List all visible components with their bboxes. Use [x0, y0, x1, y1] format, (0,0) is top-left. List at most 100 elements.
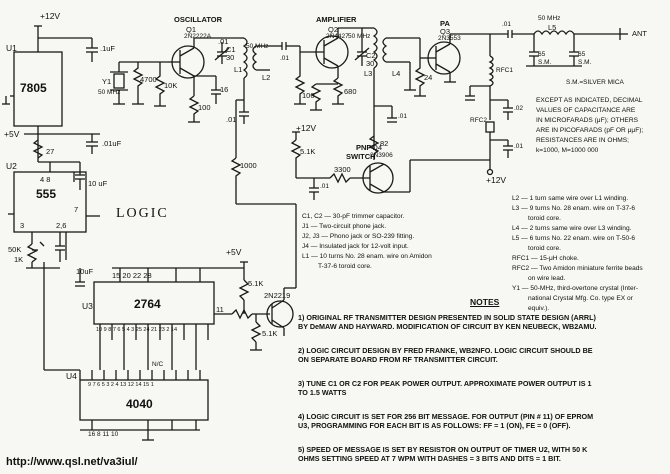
- note-line: OHMS SETTING SPEED AT 7 WPM WITH DASHES …: [298, 454, 561, 463]
- label-r1k: 1K: [14, 255, 24, 264]
- winding-list-item: RFC1 — 15-μH choke.: [512, 255, 579, 262]
- label-q-logic: 2N2219: [264, 291, 291, 300]
- label-5v-left: +5V: [4, 129, 20, 139]
- l1-coil: [242, 37, 248, 79]
- label-osc-50mhz: 50 MHz: [246, 43, 269, 50]
- label-5v-logic: +5V: [226, 247, 242, 257]
- label-l1: L1: [234, 65, 243, 74]
- winding-list-item: equiv.).: [528, 305, 550, 312]
- label-r4700: 4700: [140, 75, 157, 84]
- note-line: 2) LOGIC CIRCUIT DESIGN BY FRED FRANKE, …: [298, 346, 593, 355]
- label-c65a: 65: [538, 51, 546, 58]
- source-url-link[interactable]: http://www.qsl.net/va3iul/: [6, 456, 138, 468]
- label-l3: L3: [364, 69, 373, 78]
- winding-list-item: RFC2 — Two Amidon miniature ferrite bead…: [512, 265, 643, 272]
- label-c-osc-supply: .01: [226, 115, 237, 124]
- label-smica-b: S.M.: [578, 59, 592, 66]
- winding-list-item: L4 — 2 turns same wire over L3 winding.: [512, 225, 632, 232]
- label-pnp-2: SWITCH: [346, 152, 376, 161]
- label-q2-part: 2N4427: [326, 33, 349, 40]
- l2-coil: [252, 45, 258, 71]
- label-q2: Q2: [328, 25, 339, 34]
- q-2n2219-transistor: [266, 300, 294, 328]
- label-silver-mica: S.M.=SILVER MICA: [566, 79, 624, 86]
- label-c-amp-01b: .01: [398, 113, 408, 120]
- label-amp-50mhz: 50 MHz: [348, 33, 371, 40]
- label-r50k: 50K: [8, 245, 22, 254]
- cap-note-line: ARE IN PICOFARADS (pF OR μμF);: [536, 127, 644, 134]
- winding-list-item: toroid core.: [528, 245, 561, 252]
- u3-2764-eprom: [93, 281, 215, 325]
- label-pa-50mhz: 50 MHz: [538, 15, 561, 22]
- label-u1-part: 7805: [20, 81, 47, 95]
- label-c1: C1: [226, 45, 236, 54]
- l3-coil: [372, 27, 378, 69]
- cap-note-line: RESISTANCES ARE IN OHMS;: [536, 137, 629, 144]
- label-y1: Y1: [102, 77, 112, 86]
- winding-list-item: toroid core.: [528, 215, 561, 222]
- label-u4-pins-top: 9 7 6 5 3 2 4 13 12 14 15 1: [88, 382, 154, 388]
- label-u2-part: 555: [36, 187, 57, 201]
- label-u4-part: 4040: [126, 397, 153, 411]
- label-r680: 680: [344, 87, 357, 96]
- rfc2-bead: [485, 121, 495, 133]
- y1-crystal: [113, 73, 125, 89]
- parts-list-item: L1 — 10 turns No. 28 enam. wire on Amido…: [302, 253, 432, 260]
- label-u3-ref: U3: [82, 301, 93, 311]
- label-u2-pin7: 7: [74, 205, 79, 214]
- label-u2-ref: U2: [6, 161, 17, 171]
- winding-list-item: L3 — 9 turns No. 28 enam. wire on T-37-6: [512, 205, 636, 212]
- label-c2: C2: [366, 51, 376, 60]
- label-ant: ANT: [632, 29, 647, 38]
- label-q4: Q4: [372, 143, 383, 152]
- parts-list-item: J1 — Two-circuit phone jack.: [302, 223, 387, 230]
- note-line: ON SEPARATE BOARD FROM RF TRANSMITTER CI…: [298, 355, 498, 364]
- label-c-pa-01: .01: [502, 21, 512, 28]
- label-12v-pa: +12V: [486, 175, 507, 185]
- label-l5: L5: [548, 23, 557, 32]
- label-u4-ref: U4: [66, 371, 77, 381]
- label-q3-part: 2N3553: [438, 35, 461, 42]
- winding-list-item: on wire lead.: [528, 275, 566, 282]
- note-line: U3, PROGRAMMING FOR EACH BIT IS AS FOLLO…: [298, 421, 571, 430]
- label-u4-nc: N/C: [152, 361, 164, 368]
- label-r1000: 1000: [240, 161, 257, 170]
- parts-list-item: J2, J3 — Phono jack or SO-239 fitting.: [302, 233, 415, 240]
- label-c65b: 65: [578, 51, 586, 58]
- label-c-pa-01b: .01: [514, 143, 524, 150]
- label-r100-amp: 100: [302, 91, 315, 100]
- notes-title: NOTES: [470, 297, 500, 307]
- u4-4040-counter: [79, 379, 209, 421]
- label-r100: 100: [198, 103, 211, 112]
- label-smica-a: S.M.: [538, 59, 552, 66]
- parts-list-item: T-37-6 toroid core.: [318, 263, 372, 270]
- rfc1-choke: [488, 55, 494, 87]
- label-12v-top: +12V: [40, 11, 61, 21]
- label-u1-ref: U1: [6, 43, 17, 53]
- label-rfc2: RFC2: [470, 117, 487, 124]
- cap-note-line: k=1000, M=1000 000: [536, 147, 599, 154]
- label-oscillator: OSCILLATOR: [174, 15, 223, 24]
- l5-coil: [533, 30, 575, 36]
- label-r82: 82: [380, 139, 389, 148]
- label-pa: PA: [440, 19, 450, 28]
- label-u2-pins-top: 4 8: [40, 175, 51, 184]
- label-y1-freq: 50 MHz: [98, 89, 121, 96]
- parts-list-item: C1, C2 — 30-pF trimmer capacitor.: [302, 213, 405, 220]
- label-c-pa-02: .02: [514, 105, 524, 112]
- label-q4-part: 2N3906: [370, 152, 393, 159]
- parts-list-item: J4 — Insulated jack for 12-volt input.: [302, 243, 409, 250]
- label-u3-pins-top: 15 20 22 28: [112, 271, 152, 280]
- label-12v-pnp: +12V: [296, 123, 317, 133]
- note-line: 3) TUNE C1 OR C2 FOR PEAK POWER OUTPUT. …: [298, 379, 592, 388]
- label-r27: 27: [46, 147, 55, 156]
- label-r51k-pnp: 5.1K: [300, 147, 316, 156]
- note-line: 4) LOGIC CIRCUIT IS SET FOR 256 BIT MESS…: [298, 412, 594, 421]
- label-l4: L4: [392, 69, 401, 78]
- label-c-timing: 10uF: [76, 267, 94, 276]
- label-q1: Q1: [186, 25, 197, 34]
- label-l2: L2: [262, 73, 271, 82]
- cap-note-line: IN MICROFARADS (μF); OTHERS: [536, 117, 638, 124]
